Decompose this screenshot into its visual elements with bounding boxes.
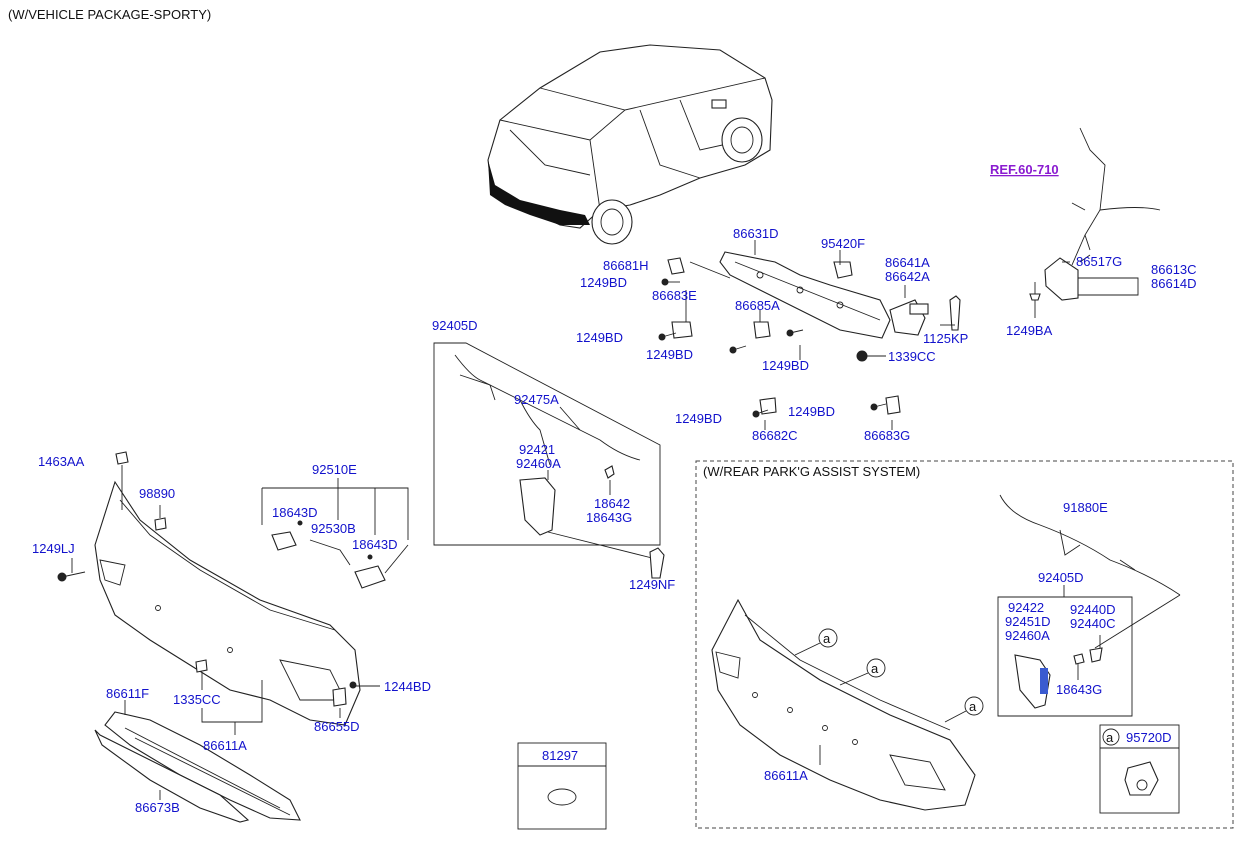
label-18643D-a: 18643D — [272, 505, 318, 520]
diagram-title: (W/VEHICLE PACKAGE-SPORTY) — [8, 7, 211, 22]
label-1249BD-b: 1249BD — [576, 330, 623, 345]
label-86611F: 86611F — [106, 686, 149, 701]
label-92421: 92421 — [519, 442, 555, 457]
callout-labels: REF.60-710 86631D 95420F 86641A 86642A 8… — [32, 162, 1197, 815]
inset-label-92451D: 92451D — [1005, 614, 1051, 629]
label-92530B: 92530B — [311, 521, 356, 536]
label-18643G: 18643G — [586, 510, 632, 525]
label-1249BD-e: 1249BD — [675, 411, 722, 426]
label-86673B: 86673B — [135, 800, 180, 815]
circle-marker-1: a — [823, 631, 831, 646]
side-bracket-detail — [1029, 127, 1161, 318]
label-92475A: 92475A — [514, 392, 559, 407]
license-lamp-group — [261, 478, 409, 589]
inset-label-92460A: 92460A — [1005, 628, 1050, 643]
label-86681H: 86681H — [603, 258, 649, 273]
inset-label-92405D: 92405D — [1038, 570, 1084, 585]
vehicle-illustration — [487, 44, 773, 245]
label-18643D-b: 18643D — [352, 537, 398, 552]
label-1249BD-c: 1249BD — [646, 347, 693, 362]
label-81297: 81297 — [542, 748, 578, 763]
label-86655D: 86655D — [314, 719, 360, 734]
label-1339CC: 1339CC — [888, 349, 936, 364]
label-86517G: 86517G — [1076, 254, 1122, 269]
label-95720D: 95720D — [1126, 730, 1172, 745]
label-1249BD-a: 1249BD — [580, 275, 627, 290]
label-86642A: 86642A — [885, 269, 930, 284]
label-1249NF: 1249NF — [629, 577, 675, 592]
inset-label-92422: 92422 — [1008, 600, 1044, 615]
label-86685A: 86685A — [735, 298, 780, 313]
label-1125KP: 1125KP — [923, 331, 968, 346]
label-1463AA: 1463AA — [38, 454, 85, 469]
legend-box-81297 — [517, 742, 607, 830]
reference-link[interactable]: REF.60-710 — [990, 162, 1059, 177]
inset-label-91880E: 91880E — [1063, 500, 1108, 515]
label-86613C: 86613C — [1151, 262, 1197, 277]
inset-label-18643G: 18643G — [1056, 682, 1102, 697]
label-1249BD-d: 1249BD — [762, 358, 809, 373]
label-86682C: 86682C — [752, 428, 798, 443]
inset-label-92440C: 92440C — [1070, 616, 1116, 631]
label-86611A: 86611A — [203, 738, 247, 753]
label-92460A: 92460A — [516, 456, 561, 471]
label-1249BD-f: 1249BD — [788, 404, 835, 419]
label-1249LJ: 1249LJ — [32, 541, 75, 556]
label-86641A: 86641A — [885, 255, 930, 270]
label-1244BD: 1244BD — [384, 679, 431, 694]
wiring-harness-box — [433, 342, 665, 579]
inset-label-86611A: 86611A — [764, 768, 808, 783]
lower-diffuser-parts — [94, 700, 301, 823]
circle-marker-3: a — [969, 699, 977, 714]
rear-bumper-left — [57, 451, 380, 735]
circle-marker-2: a — [871, 661, 879, 676]
label-18642: 18642 — [594, 496, 630, 511]
park-assist-inset — [695, 460, 1234, 829]
inset-label-92440D: 92440D — [1070, 602, 1116, 617]
inset-title: (W/REAR PARK'G ASSIST SYSTEM) — [703, 464, 920, 479]
label-86614D: 86614D — [1151, 276, 1197, 291]
circle-marker-box: a — [1106, 730, 1114, 745]
rear-bumper-bracket-assembly — [658, 240, 961, 430]
label-1249BA: 1249BA — [1006, 323, 1053, 338]
label-92510E: 92510E — [312, 462, 357, 477]
label-1335CC: 1335CC — [173, 692, 221, 707]
label-86631D: 86631D — [733, 226, 779, 241]
label-95420F: 95420F — [821, 236, 865, 251]
label-86683E: 86683E — [652, 288, 697, 303]
label-98890: 98890 — [139, 486, 175, 501]
label-92405D: 92405D — [432, 318, 478, 333]
label-86683G: 86683G — [864, 428, 910, 443]
